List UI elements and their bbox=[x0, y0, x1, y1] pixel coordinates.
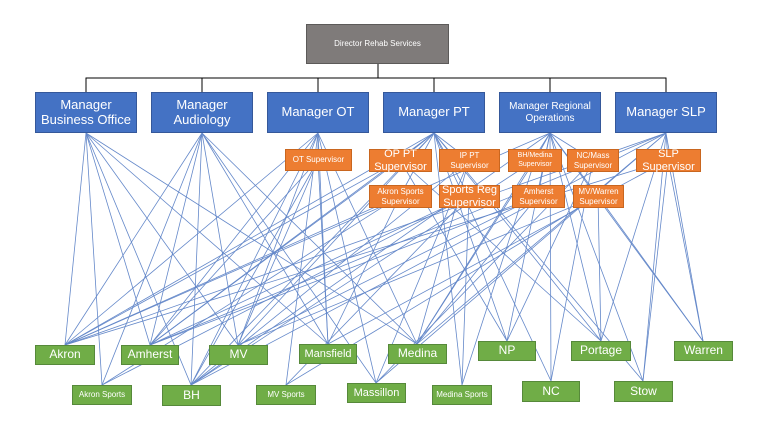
manager-ot: Manager OT bbox=[267, 92, 369, 133]
manager-slp: Manager SLP bbox=[615, 92, 717, 133]
connector-line bbox=[285, 132, 319, 386]
connector-line bbox=[416, 132, 667, 345]
supervisor-mv-warren: MV/Warren Supervisor bbox=[573, 185, 624, 208]
connector-line bbox=[64, 159, 401, 346]
connector-line bbox=[642, 159, 669, 382]
manager-regional-operations: Manager Regional Operations bbox=[499, 92, 601, 133]
connector-line bbox=[64, 132, 319, 346]
location-akron-sports: Akron Sports bbox=[72, 385, 132, 405]
connector-line bbox=[317, 132, 377, 384]
connector-line bbox=[149, 195, 470, 346]
supervisor-op-pt: OP PT Supervisor bbox=[369, 148, 432, 173]
connector-line bbox=[597, 195, 704, 342]
manager-audiology: Manager Audiology bbox=[151, 92, 253, 133]
location-bh: BH bbox=[162, 385, 221, 406]
connector-line bbox=[433, 132, 644, 382]
location-massillon: Massillon bbox=[347, 383, 406, 403]
supervisor-sports-reg: Sports Reg Supervisor bbox=[439, 184, 500, 209]
connector-line bbox=[237, 195, 599, 346]
connector-line bbox=[149, 195, 539, 346]
connector-line bbox=[85, 132, 329, 345]
connector-line bbox=[642, 132, 667, 382]
connector-line bbox=[237, 195, 539, 346]
location-medina: Medina bbox=[388, 344, 447, 364]
manager-pt: Manager PT bbox=[383, 92, 485, 133]
supervisor-nc-mass: NC/Mass Supervisor bbox=[567, 149, 619, 172]
connector-line bbox=[201, 132, 239, 346]
location-np: NP bbox=[478, 341, 536, 361]
connector-line bbox=[64, 195, 401, 346]
connector-line bbox=[64, 132, 87, 346]
location-akron: Akron bbox=[35, 345, 95, 365]
connector-line bbox=[549, 132, 552, 382]
location-mv-sports: MV Sports bbox=[256, 385, 316, 405]
supervisor-bh-medina: BH/Medina Supervisor bbox=[508, 149, 562, 172]
connector-line bbox=[85, 132, 192, 386]
connector-line bbox=[190, 132, 203, 386]
supervisor-ot: OT Supervisor bbox=[285, 149, 352, 171]
location-mv: MV bbox=[209, 345, 268, 365]
connector-line bbox=[433, 132, 552, 382]
connector-line bbox=[64, 159, 669, 346]
hierarchy-connectors bbox=[85, 63, 667, 93]
supervisor-ip-pt: IP PT Supervisor bbox=[439, 149, 500, 172]
connector-line bbox=[237, 159, 319, 346]
location-medina-sports: Medina Sports bbox=[432, 385, 492, 405]
location-mansfield: Mansfield bbox=[299, 344, 357, 364]
connector-line bbox=[375, 132, 667, 384]
connector-line bbox=[149, 132, 203, 346]
connector-line bbox=[433, 132, 463, 386]
connector-line bbox=[461, 195, 470, 386]
connector-line bbox=[201, 132, 377, 384]
connector-line bbox=[85, 132, 151, 346]
connector-line bbox=[85, 132, 418, 345]
connector-line bbox=[327, 195, 401, 345]
director-box: Director Rehab Services bbox=[306, 24, 449, 64]
connector-line bbox=[667, 159, 704, 342]
location-stow: Stow bbox=[614, 381, 673, 402]
manager-business-office: Manager Business Office bbox=[35, 92, 137, 133]
location-amherst: Amherst bbox=[121, 345, 179, 365]
connector-line bbox=[317, 159, 329, 345]
connector-line bbox=[190, 132, 319, 386]
location-nc: NC bbox=[522, 381, 580, 402]
connector-line bbox=[597, 195, 602, 342]
supervisor-amherst: Amherst Supervisor bbox=[512, 185, 565, 208]
connector-line bbox=[85, 132, 239, 346]
supervisor-slp: SLP Supervisor bbox=[636, 148, 701, 173]
connector-line bbox=[64, 132, 667, 346]
location-portage: Portage bbox=[571, 341, 631, 361]
connector-line bbox=[101, 132, 203, 386]
connector-line bbox=[190, 132, 551, 386]
connector-line bbox=[85, 132, 103, 386]
connector-line bbox=[149, 159, 401, 346]
connector-line bbox=[190, 132, 667, 386]
location-warren: Warren bbox=[674, 341, 733, 361]
supervisor-akron-sports: Akron Sports Supervisor bbox=[369, 185, 432, 208]
connector-line bbox=[416, 195, 539, 345]
connector-line bbox=[149, 159, 319, 346]
connector-line bbox=[190, 132, 435, 386]
connector-line bbox=[64, 132, 203, 346]
